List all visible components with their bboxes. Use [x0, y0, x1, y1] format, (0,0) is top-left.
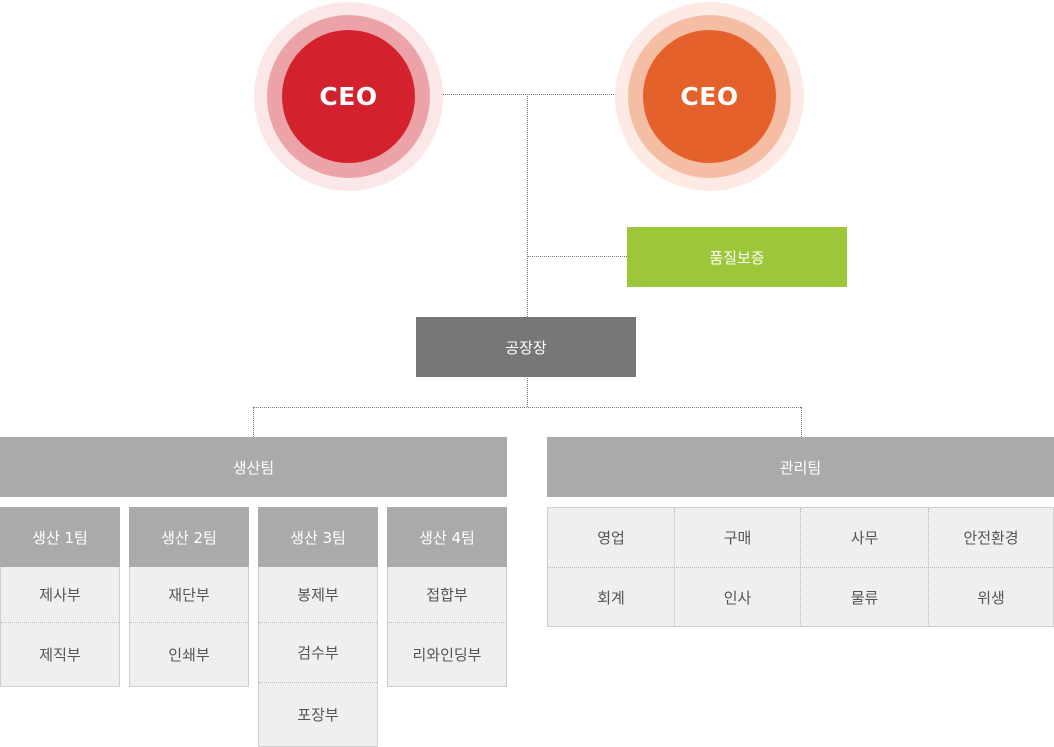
production-team-3-header: 생산 3팀	[258, 507, 378, 567]
cell-divider	[259, 622, 377, 623]
management-cell: 안전환경	[929, 508, 1053, 567]
management-col-divider	[800, 508, 801, 626]
cell-divider	[130, 622, 248, 623]
department-cell: 검수부	[259, 623, 377, 682]
connector-production	[253, 407, 254, 437]
management-col-divider	[674, 508, 675, 626]
management-cell: 위생	[929, 568, 1053, 626]
department-cell: 제직부	[1, 623, 119, 686]
department-cell: 제사부	[1, 567, 119, 622]
management-cell: 사무	[801, 508, 928, 567]
connector-ceo-link	[414, 94, 642, 95]
connector-team-branch	[253, 407, 801, 408]
connector-quality	[527, 256, 627, 257]
ceo-2-label: CEO	[680, 82, 739, 111]
department-cell: 재단부	[130, 567, 248, 622]
connector-ceo-to-factory-head	[527, 94, 528, 317]
production-team-1-column	[0, 567, 120, 687]
quality-assurance-box: 품질보증	[627, 227, 847, 287]
production-team-2-column	[129, 567, 249, 687]
factory-head-box: 공장장	[416, 317, 636, 377]
ceo-1-label: CEO	[319, 82, 378, 111]
management-cell: 물류	[801, 568, 928, 626]
management-cell: 회계	[548, 568, 674, 626]
department-cell: 인쇄부	[130, 623, 248, 686]
production-team-header: 생산팀	[0, 437, 507, 497]
department-cell: 리와인딩부	[388, 623, 506, 686]
management-col-divider	[928, 508, 929, 626]
cell-divider	[388, 622, 506, 623]
management-cell: 구매	[675, 508, 800, 567]
cell-divider	[259, 682, 377, 683]
ceo-2-core	[643, 30, 776, 163]
department-cell: 접합부	[388, 567, 506, 622]
production-team-4-header: 생산 4팀	[387, 507, 507, 567]
production-team-4-column	[387, 567, 507, 687]
department-cell: 봉제부	[259, 567, 377, 622]
ceo-1-core	[282, 30, 415, 163]
production-team-2-header: 생산 2팀	[129, 507, 249, 567]
cell-divider	[1, 622, 119, 623]
production-team-1-header: 생산 1팀	[0, 507, 120, 567]
department-cell: 포장부	[259, 683, 377, 746]
management-team-header: 관리팀	[547, 437, 1054, 497]
management-cell: 영업	[548, 508, 674, 567]
connector-factory-head-down	[527, 376, 528, 407]
management-cell: 인사	[675, 568, 800, 626]
connector-management	[801, 407, 802, 437]
